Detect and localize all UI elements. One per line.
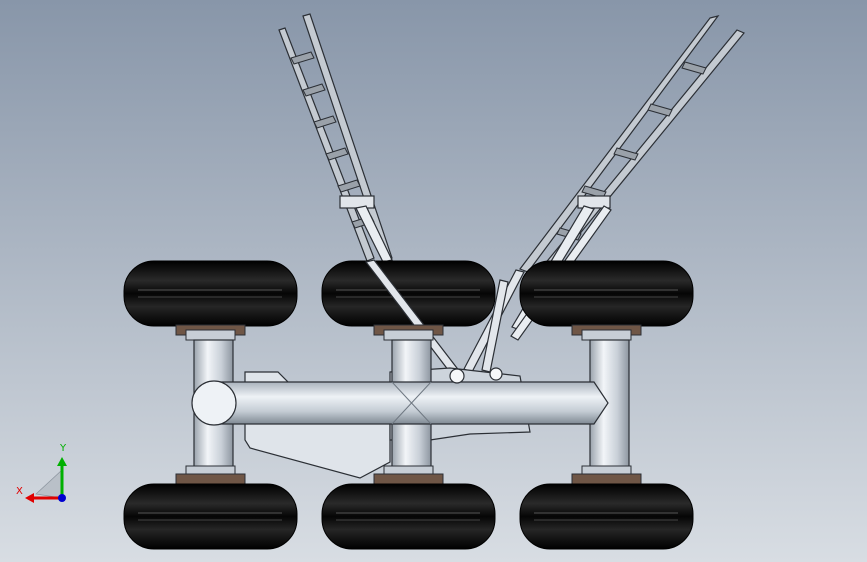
tire-top-center[interactable] — [321, 260, 496, 327]
triad-y-arrowhead — [57, 457, 67, 466]
bogie-truck[interactable] — [191, 339, 630, 479]
triad-z-axis — [58, 494, 66, 502]
left-side-brace[interactable] — [278, 13, 393, 263]
tire-top-right[interactable] — [519, 260, 694, 327]
tire-top-left[interactable] — [123, 260, 298, 327]
triad-x-label: X — [16, 486, 23, 497]
tire-bottom-center[interactable] — [321, 483, 496, 550]
drag-brace[interactable] — [364, 259, 525, 376]
triad-x-arrowhead — [25, 493, 34, 503]
triad-y-label: Y — [60, 443, 67, 454]
tire-bottom-left[interactable] — [123, 483, 298, 550]
tire-bottom-right[interactable] — [519, 483, 694, 550]
reference-triad — [25, 457, 67, 503]
axle-hubs-bottom — [175, 465, 642, 485]
